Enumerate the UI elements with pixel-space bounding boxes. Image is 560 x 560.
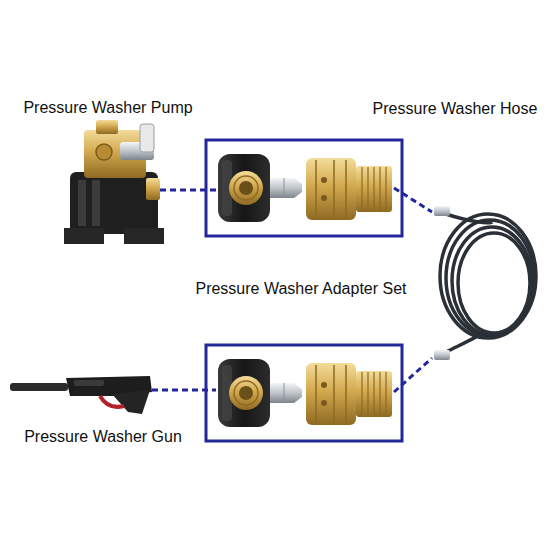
hose-fitting — [434, 206, 450, 216]
part-label: Pressure Washer Hose — [371, 99, 540, 119]
hose-illustration — [440, 214, 536, 352]
part-label: Pressure Washer Pump — [21, 98, 194, 118]
pump-illustration — [64, 120, 164, 244]
adapter-pair — [218, 359, 392, 427]
part-name: Pressure Washer Pump — [23, 98, 192, 118]
part-name: Pressure Washer Gun — [24, 427, 182, 447]
dashed-leader — [152, 188, 432, 392]
hose-fitting — [434, 350, 450, 360]
gun-illustration — [10, 376, 152, 414]
part-name: Pressure Washer Hose — [373, 99, 538, 119]
adapter-pair — [218, 154, 392, 222]
adapter-frame — [206, 345, 402, 441]
adapter-frame — [206, 140, 402, 236]
group-label: Pressure Washer Adapter Set — [193, 279, 408, 299]
part-label: Pressure Washer Gun — [22, 427, 184, 447]
